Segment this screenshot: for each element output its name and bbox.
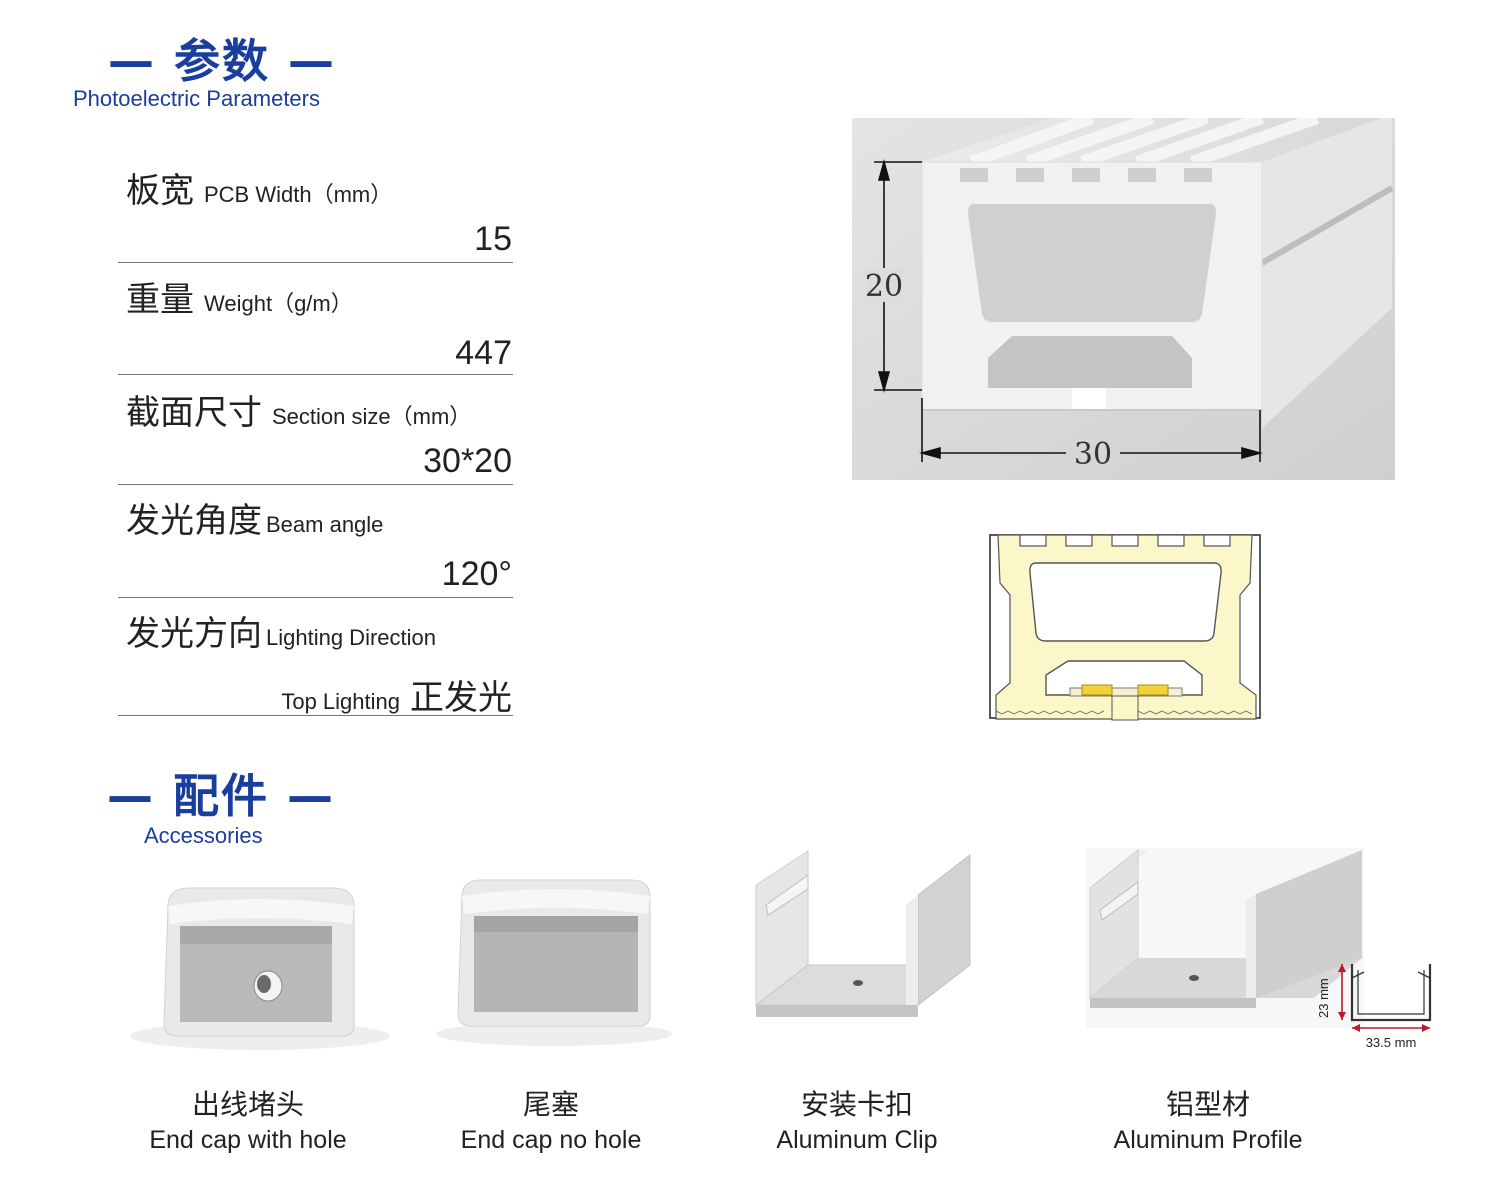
param-zh: 发光角度: [126, 501, 262, 541]
profile-led-channel: [988, 336, 1192, 388]
param-en: Weight（g/m）: [204, 291, 353, 316]
accessory-zh: 铝型材: [1165, 1088, 1250, 1121]
accessory-caption-end-cap-with-hole: 出线堵头 End cap with hole: [88, 1087, 408, 1157]
accessory-en: End cap no hole: [460, 1126, 642, 1154]
accessory-zh: 出线堵头: [191, 1088, 304, 1121]
product-3d-dimension-drawing: 20 30: [852, 118, 1395, 480]
aluminum-clip-image: [754, 850, 971, 1017]
param-divider: [118, 484, 513, 485]
param-value-en: Top Lighting: [281, 689, 400, 714]
accessory-en: End cap with hole: [149, 1126, 347, 1154]
profile-hollow-chamber: [968, 204, 1216, 322]
accessory-caption-aluminum-clip: 安装卡扣 Aluminum Clip: [697, 1087, 1017, 1157]
profile-width-label: 33.5 mm: [1366, 1035, 1417, 1050]
parameters-title: — 参数 —: [108, 34, 337, 88]
end-cap-with-hole-image: [130, 887, 390, 1050]
accessory-en: Aluminum Profile: [1113, 1126, 1303, 1154]
param-en: Section size（mm）: [272, 404, 472, 429]
param-label-weight: 重量 Weight（g/m）: [126, 272, 353, 321]
lens-chamber: [1029, 562, 1222, 642]
param-zh: 发光方向: [126, 614, 262, 654]
accessories-title: — 配件 —: [107, 769, 336, 823]
profile-cross-section-drawing: [989, 534, 1261, 721]
param-value-section-size: 30*20: [423, 442, 512, 480]
height-dimension-label: 20: [865, 269, 903, 304]
aluminum-profile-image: [1086, 848, 1364, 1028]
param-zh: 截面尺寸: [126, 393, 262, 433]
param-divider: [118, 715, 513, 716]
profile-dimension-diagram: 23 mm 33.5 mm: [1316, 964, 1432, 1050]
led-chip: [1081, 684, 1113, 696]
param-en: Beam angle: [266, 512, 384, 537]
param-en: PCB Width（mm）: [204, 182, 393, 207]
param-label-section-size: 截面尺寸 Section size（mm）: [126, 385, 471, 434]
param-value-beam-angle: 120°: [441, 555, 512, 593]
param-zh: 板宽: [126, 171, 194, 211]
param-label-pcb-width: 板宽 PCB Width（mm）: [126, 163, 392, 212]
param-value-pcb-width: 15: [474, 220, 512, 258]
param-divider: [118, 374, 513, 375]
profile-height-label: 23 mm: [1316, 978, 1331, 1018]
param-value-lighting-direction: Top Lighting 正发光: [281, 670, 512, 719]
param-zh: 重量: [126, 280, 194, 320]
accessory-en: Aluminum Clip: [776, 1126, 938, 1154]
width-dimension-label: 30: [1074, 437, 1112, 472]
param-value-zh: 正发光: [410, 678, 512, 718]
end-cap-no-hole-image: [436, 879, 672, 1046]
param-value-weight: 447: [455, 334, 512, 372]
parameters-subtitle: Photoelectric Parameters: [73, 86, 320, 111]
accessories-subtitle: Accessories: [144, 823, 263, 848]
param-divider: [118, 262, 513, 263]
param-en: Lighting Direction: [266, 625, 436, 650]
param-divider: [118, 597, 513, 598]
profile-side-face: [1262, 118, 1392, 428]
accessory-caption-aluminum-profile: 铝型材 Aluminum Profile: [1048, 1087, 1368, 1157]
accessory-zh: 尾塞: [522, 1088, 579, 1121]
led-chip: [1137, 684, 1169, 696]
accessory-zh: 安装卡扣: [800, 1088, 913, 1121]
accessory-caption-end-cap-no-hole: 尾塞 End cap no hole: [391, 1087, 711, 1157]
